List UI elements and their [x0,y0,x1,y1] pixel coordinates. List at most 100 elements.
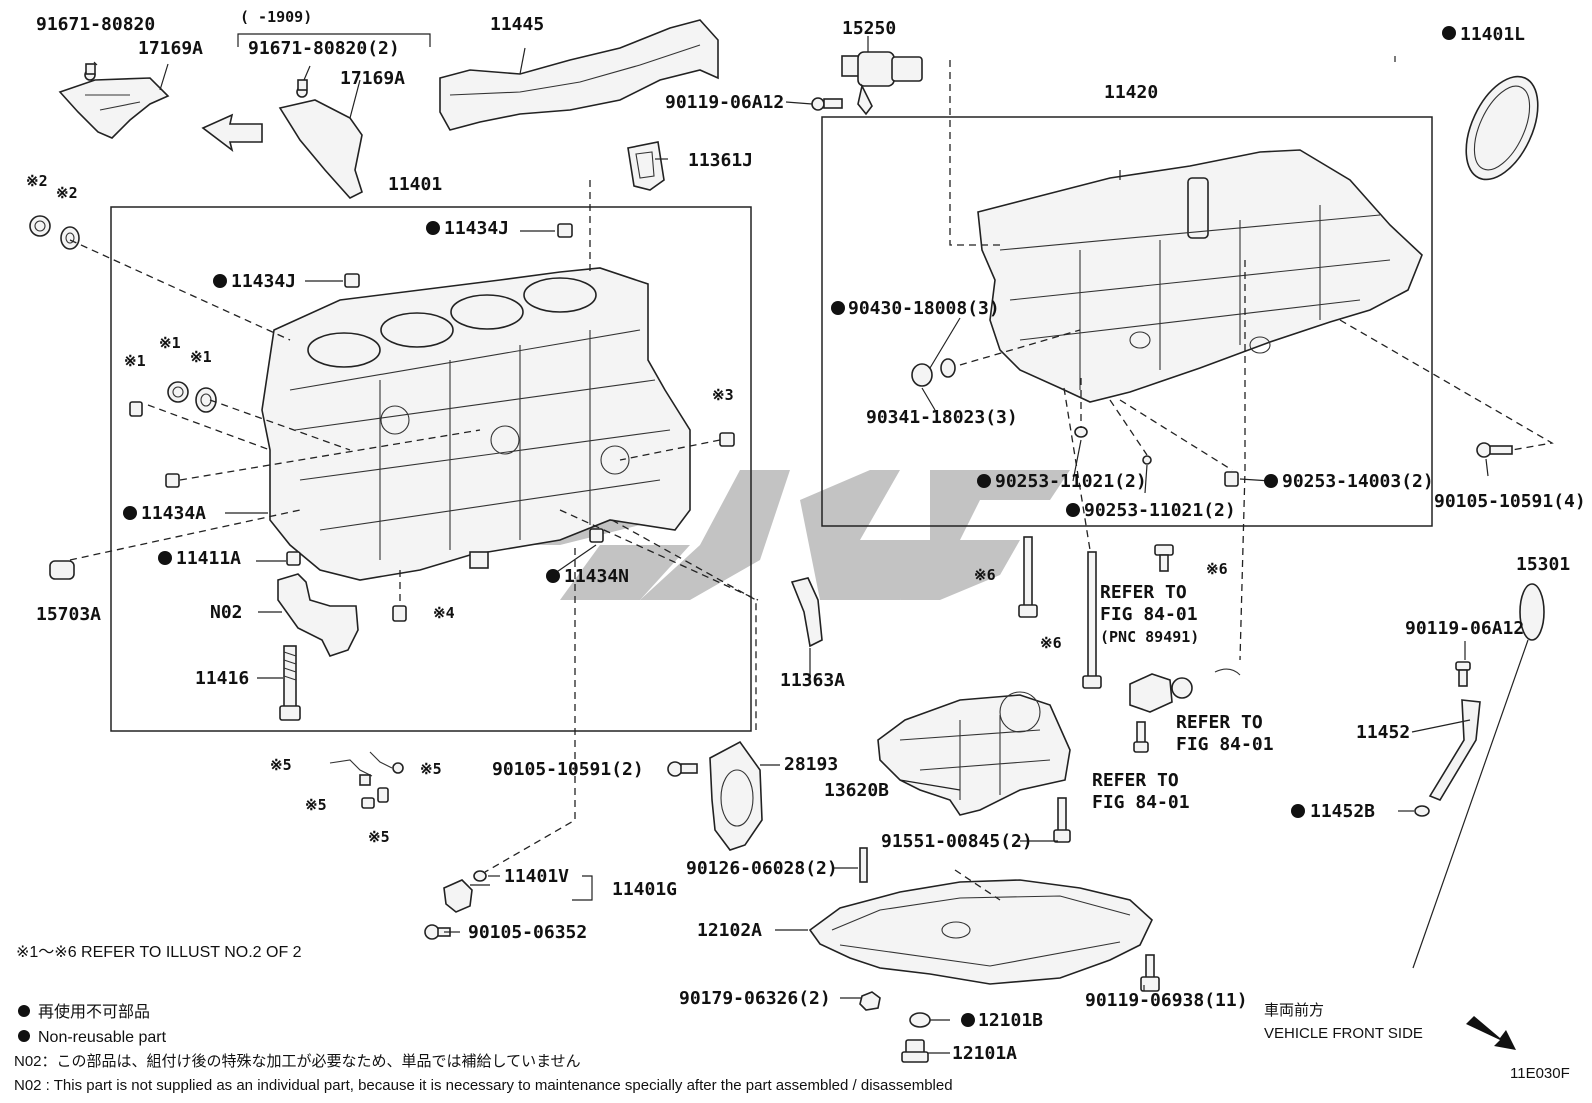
legend-notes: ※1～※6 REFER TO ILLUST NO.2 OF 2 再使用不可部品 … [14,944,953,1094]
clip-m5-b [369,751,404,774]
diagram-code: 11E030F [1510,1065,1570,1082]
label-90430-18008: 90430-18008(3) [848,298,1000,319]
label-90105-10591-2: 90105-10591(2) [492,759,644,780]
mark-m5-a: ※5 [270,756,292,774]
plug-11434j-top [557,223,573,238]
note-non-reusable-en: Non-reusable part [38,1029,167,1046]
label-12102a: 12102A [697,920,762,941]
note-refer-illust: ※1～※6 REFER TO ILLUST NO.2 OF 2 [16,944,302,961]
label-11363a: 11363A [780,670,845,691]
mark-m2-a: ※2 [26,172,48,190]
label-90105-10591-4: 90105-10591(4) [1434,491,1586,512]
washer-m1 [195,387,217,413]
mark-m1-c: ※1 [190,348,212,366]
insulator-11445 [439,19,719,131]
label-refer-to-3: REFER TO [1092,770,1179,791]
label-11411a: 11411A [176,548,241,569]
label-90341-18023: 90341-18023(3) [866,407,1018,428]
label-11416: 11416 [195,668,249,689]
note-n02-en: N02 : This part is not supplied as an in… [14,1077,953,1094]
plug-m2 [29,215,51,237]
label-11420: 11420 [1104,82,1158,103]
stiffening-crankcase-frame [821,116,1433,527]
label-fig-84-01-3: FIG 84-01 [1092,792,1190,813]
bolt-90105-10591-4 [1476,442,1513,458]
part-labels: 91671-80820 17169A ( -1909) 91671-80820(… [36,8,1586,1064]
plate-11401v [473,870,487,882]
non-reusable-markers [123,26,1456,1027]
label-90253-11021-b: 90253-11021(2) [1084,500,1236,521]
mark-m4: ※4 [433,604,455,622]
label-range-note: ( -1909) [240,8,312,26]
mark-m2-b: ※2 [56,184,78,202]
mark-m5-c: ※5 [305,796,327,814]
bolt-90105-10591-2 [667,761,698,777]
bolt-m5-d [377,787,389,803]
label-refer-to-2: REFER TO [1176,712,1263,733]
note-n02-jp: N02：この部品は、組付け後の特殊な加工が必要なため、単品では補給していません [14,1053,581,1070]
stud-90126-06028 [859,847,868,883]
bolt-90119-06938 [1140,954,1160,992]
label-11361j: 11361J [688,150,753,171]
pin-90253-14003 [1224,471,1239,487]
mark-m5-b: ※5 [420,760,442,778]
timing-cover-plug-11361j [627,141,665,191]
bolt-m5-c [361,797,375,809]
tube-11363a [790,577,823,648]
plug-15703a [49,560,75,580]
label-90253-14003: 90253-14003(2) [1282,471,1434,492]
bracket-11401g [443,879,473,913]
label-90119-06938: 90119-06938(11) [1085,990,1248,1011]
plug-11434j-mid [344,273,360,288]
label-15703a: 15703A [36,604,101,625]
label-11445: 11445 [490,14,544,35]
leader-lines [93,36,1489,1054]
drain-plug-12101a [901,1039,929,1063]
pin-m1 [129,401,143,417]
pin-90253-11021-a [1074,426,1088,438]
label-11401g: 11401G [612,879,677,900]
bolt-11416 [279,645,301,721]
plug-m1 [167,381,189,403]
bearing-cap-n02 [277,573,359,657]
bolt-m6-long-a [1018,536,1038,618]
label-90119-06a12-a: 90119-06A12 [665,92,784,113]
clip-m5-a [329,759,373,786]
label-11434a: 11434A [141,503,206,524]
label-11401l: 11401L [1460,24,1525,45]
bolt-refer-fig [1133,721,1149,753]
pin-11434a [165,473,180,488]
dipstick-15301 [1412,583,1545,969]
crankcase-11420 [977,149,1423,403]
bracket-17169a-right [278,79,363,199]
front-side-en: VEHICLE FRONT SIDE [1264,1025,1423,1042]
bolt-m6-short [1154,544,1174,572]
oil-pan-12102a [808,879,1153,985]
front-arrow-icon [1466,1016,1516,1050]
label-90119-06a12-b: 90119-06A12 [1405,618,1524,639]
vehicle-front-indicator: 車両前方 VEHICLE FRONT SIDE [1264,1002,1516,1050]
plug-90430-18008 [940,358,956,378]
mark-m3: ※3 [712,386,734,404]
guide-11452 [1428,699,1481,801]
mark-m5-d: ※5 [368,828,390,846]
washer-m2 [60,226,80,250]
oil-seal-11401l [1465,75,1539,181]
oil-pump-13620b [877,691,1071,816]
mark-m6-a: ※6 [974,566,996,584]
bolt-m6-long-b [1082,551,1102,689]
mark-m1-a: ※1 [124,352,146,370]
plug-90341-18023 [911,363,933,387]
label-pnc-89491: (PNC 89491) [1100,628,1199,646]
mark-m1-b: ※1 [159,334,181,352]
pin-90253-11021-b [1142,455,1152,465]
cylinder-block-11401 [261,267,691,581]
label-fig-84-01-1: FIG 84-01 [1100,604,1198,625]
mark-m6-b: ※6 [1040,634,1062,652]
label-28193: 28193 [784,754,838,775]
bolt-90119-06a12-top [811,97,843,111]
label-15301: 15301 [1516,554,1570,575]
label-11401: 11401 [388,174,442,195]
